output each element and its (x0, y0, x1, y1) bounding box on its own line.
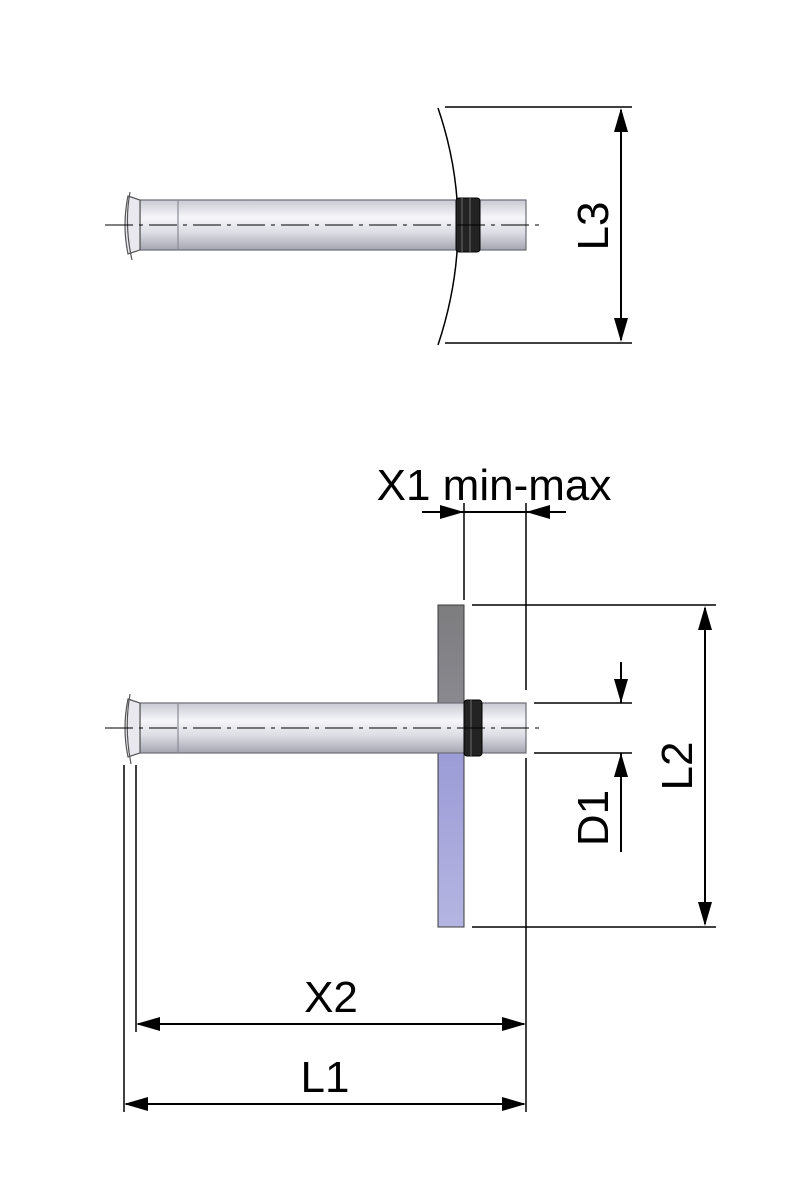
x1-arrow-right (526, 505, 550, 519)
bottom-pipe-clip (126, 693, 132, 765)
l1-label: L1 (301, 1053, 350, 1102)
x2-arrow-right (502, 1017, 526, 1031)
l2-arrow-bottom (698, 902, 712, 926)
x1-label: X1 min-max (377, 461, 612, 510)
l3-arrow-bottom (614, 318, 628, 342)
l2-label: L2 (653, 742, 702, 791)
x1-arrow-left (440, 505, 464, 519)
l2-arrow-top (698, 606, 712, 630)
d1-arrow-bottom (614, 753, 628, 777)
x2-label: X2 (304, 973, 358, 1022)
wall-plate (437, 604, 465, 928)
l1-arrow-right (502, 1097, 526, 1111)
top-view: L3 (105, 106, 632, 346)
bottom-view: X1 min-max L2 D1 X2 L1 (105, 461, 716, 1112)
x2-arrow-left (136, 1017, 160, 1031)
d1-arrow-top (614, 679, 628, 703)
d1-label: D1 (569, 790, 618, 846)
l1-arrow-left (124, 1097, 148, 1111)
l3-label: L3 (569, 202, 618, 251)
l3-arrow-top (614, 108, 628, 132)
top-pipe-clip (126, 191, 133, 261)
